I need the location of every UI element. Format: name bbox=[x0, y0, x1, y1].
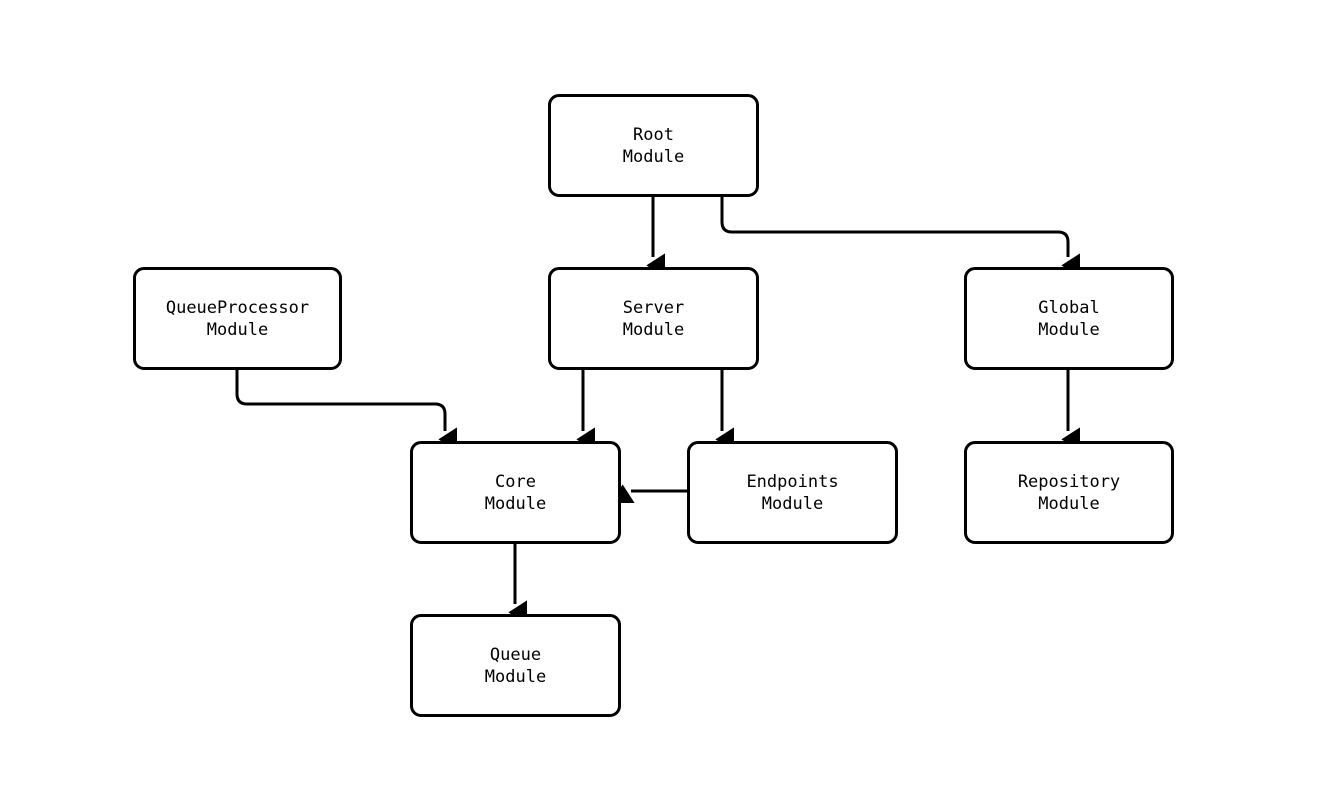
node-label-line1: Server bbox=[622, 297, 685, 318]
node-label-line2: Module bbox=[484, 666, 547, 687]
node-label-line1: Global bbox=[1038, 297, 1100, 318]
repository-module-node[interactable]: Repository Module bbox=[964, 441, 1174, 544]
node-label-line2: Module bbox=[622, 146, 685, 167]
node-label-line1: Core bbox=[495, 471, 536, 492]
server-module-node[interactable]: Server Module bbox=[548, 267, 759, 370]
queue-module-node[interactable]: Queue Module bbox=[410, 614, 621, 717]
edge-root-to-global bbox=[720, 197, 1080, 278]
node-label-line2: Module bbox=[1038, 319, 1100, 340]
node-label-line2: Module bbox=[206, 319, 269, 340]
node-label-line2: Module bbox=[484, 493, 547, 514]
node-label-line1: Repository bbox=[1017, 471, 1121, 492]
root-module-node[interactable]: Root Module bbox=[548, 94, 759, 197]
core-module-node[interactable]: Core Module bbox=[410, 441, 621, 544]
queueprocessor-module-node[interactable]: QueueProcessor Module bbox=[133, 267, 342, 370]
node-label-line1: Endpoints bbox=[746, 471, 839, 492]
edge-queueprocessor-to-core bbox=[235, 370, 457, 452]
global-module-node[interactable]: Global Module bbox=[964, 267, 1174, 370]
endpoints-module-node[interactable]: Endpoints Module bbox=[687, 441, 898, 544]
node-label-line2: Module bbox=[1038, 493, 1100, 514]
node-label-line1: QueueProcessor bbox=[165, 297, 310, 318]
node-label-line2: Module bbox=[761, 493, 824, 514]
node-label-line1: Root bbox=[633, 124, 674, 145]
node-label-line2: Module bbox=[622, 319, 685, 340]
node-label-line1: Queue bbox=[489, 644, 542, 665]
